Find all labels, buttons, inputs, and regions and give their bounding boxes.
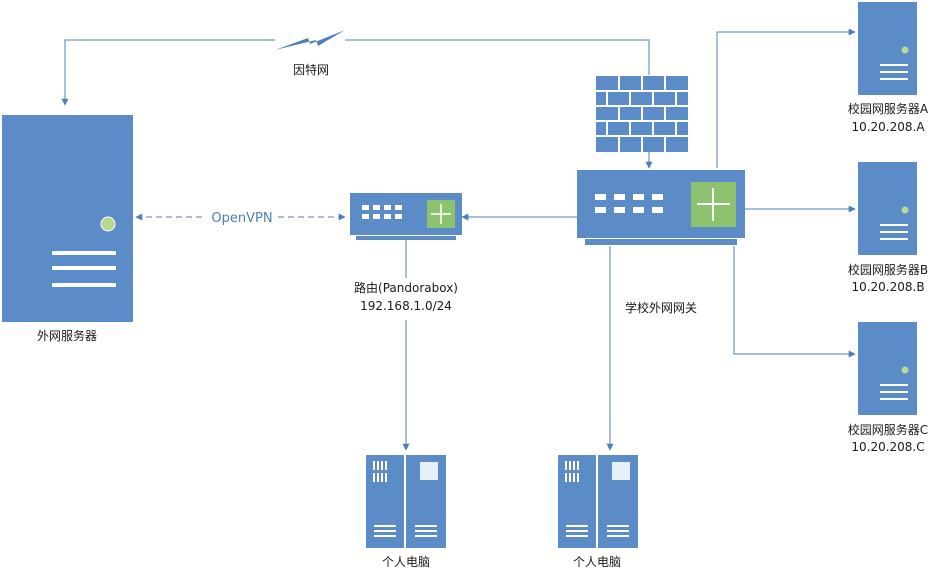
- internet-label: 因特网: [293, 62, 329, 77]
- internet-link-left: [61, 39, 275, 106]
- router-icon[interactable]: [350, 193, 462, 240]
- internet-link: [345, 39, 650, 75]
- server-a-ip-label: 10.20.208.A: [851, 120, 925, 134]
- pc-1-label: 个人电脑: [382, 555, 430, 569]
- server-b-name-label: 校园网服务器B: [848, 262, 928, 277]
- lightning-icon: [275, 30, 345, 50]
- server-b-ip-label: 10.20.208.B: [851, 280, 924, 294]
- pc-1-icon[interactable]: [366, 455, 446, 548]
- firewall-icon[interactable]: [596, 76, 688, 152]
- connector-lines: [61, 28, 856, 451]
- router-name-label: 路由(Pandorabox): [354, 280, 458, 295]
- gateway-to-server-a: [716, 28, 856, 168]
- pc-2-label: 个人电脑: [573, 555, 621, 569]
- external-server-icon[interactable]: [2, 115, 133, 322]
- switch-icon[interactable]: [577, 170, 745, 245]
- server-c-name-label: 校园网服务器C: [848, 422, 928, 437]
- server-b-icon[interactable]: [858, 162, 917, 255]
- router-ip-label: 192.168.1.0/24: [360, 299, 452, 313]
- pc-2-icon[interactable]: [558, 455, 638, 548]
- openvpn-label: OpenVPN: [211, 211, 272, 226]
- server-a-icon[interactable]: [858, 2, 917, 95]
- gateway-to-server-c: [733, 246, 856, 358]
- server-c-icon[interactable]: [858, 322, 917, 415]
- gateway-label: 学校外网网关: [625, 300, 697, 315]
- server-c-ip-label: 10.20.208.C: [851, 440, 924, 454]
- server-a-name-label: 校园网服务器A: [848, 101, 929, 116]
- external-server-label: 外网服务器: [37, 328, 97, 343]
